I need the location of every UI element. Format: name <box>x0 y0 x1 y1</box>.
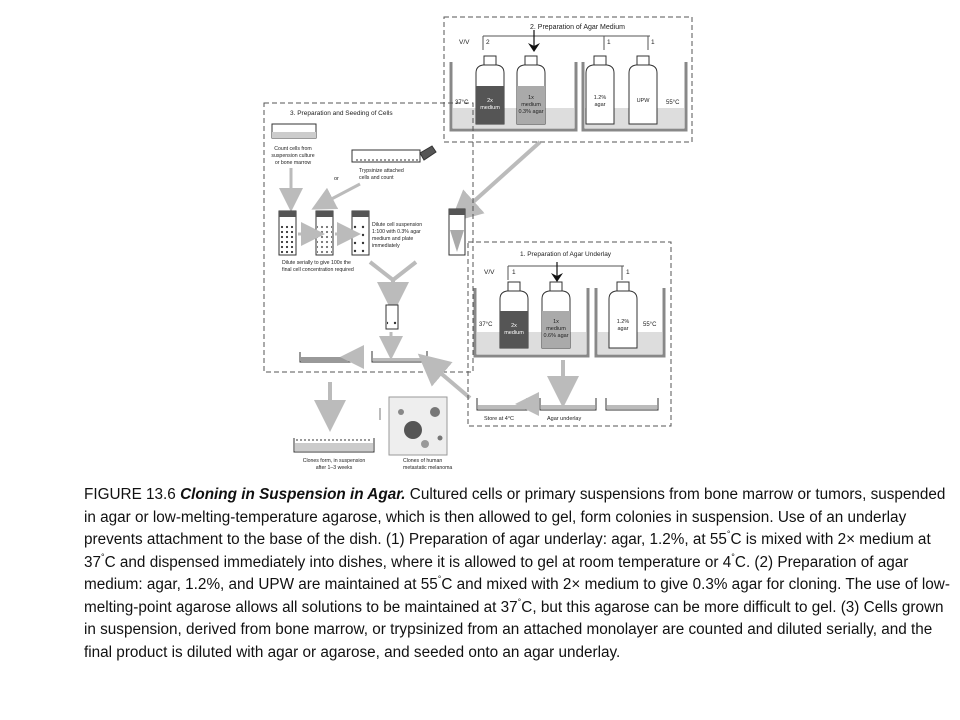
underlay-label: Agar underlay <box>547 416 581 422</box>
bottle-label: medium <box>546 326 566 332</box>
panel-agar-medium-border <box>443 16 693 143</box>
water-bath-37-underlay: 37°C <box>473 288 590 358</box>
svg-text:suspension culture: suspension culture <box>271 153 314 159</box>
panel2-ratio-c: 1 <box>607 39 611 46</box>
or-text: or <box>334 176 339 182</box>
bottle-label: 2x <box>487 98 493 104</box>
dilute-serial-text: Dilute serially to give 100x the <box>282 260 351 266</box>
svg-text:medium and plate: medium and plate <box>372 236 413 242</box>
dilution-tubes <box>278 210 370 256</box>
bottle-1-2-agar: 1.2% agar <box>608 281 638 349</box>
flow-arrow <box>417 353 472 400</box>
svg-text:after 1–3 weeks: after 1–3 weeks <box>316 465 353 471</box>
clones-text: Clones form, in suspension <box>303 458 366 464</box>
svg-text:or bone marrow: or bone marrow <box>275 160 312 166</box>
melanoma-text: Clones of human <box>403 458 442 464</box>
bottle-label: agar <box>617 326 628 332</box>
figure-diagram: 2. Preparation of Agar Medium V/V 2 1 1 … <box>263 16 693 471</box>
count-cells-text: Count cells from <box>274 146 311 152</box>
panel-agar-medium: 2. Preparation of Agar Medium V/V 2 1 1 … <box>443 16 693 143</box>
bottle-label: 1x <box>528 95 534 101</box>
bottle-1-2-agar: 1.2% agar <box>585 55 615 125</box>
store-label: Store at 4°C <box>484 416 514 422</box>
svg-text:metastatic melanoma: metastatic melanoma <box>403 465 452 471</box>
bottle-label: medium <box>480 105 500 111</box>
caption-title: Cloning in Suspension in Agar. <box>180 486 406 503</box>
bottle-label: medium <box>504 330 524 336</box>
panel1-ratio-c: 1 <box>626 269 630 276</box>
panel1-ratio-a: 1 <box>512 269 516 276</box>
svg-text:immediately: immediately <box>372 243 400 249</box>
panel-agar-underlay-title: 1. Preparation of Agar Underlay <box>520 251 612 258</box>
water-bath-37: 37°C <box>449 62 578 132</box>
bottle-label: 1.2% <box>594 95 607 101</box>
panel2-temp-right: 55°C <box>666 100 680 106</box>
bottle-upw: UPW <box>628 55 658 125</box>
bottle-label: UPW <box>637 98 651 104</box>
panel-agar-medium-title: 2. Preparation of Agar Medium <box>530 24 625 31</box>
panel-agar-underlay-border <box>467 241 672 427</box>
panel2-ratio-a: 2 <box>486 39 490 46</box>
panel1-vv-label: V/V <box>484 269 495 276</box>
arrow-down-icon <box>528 43 540 52</box>
trypsinize-text: Trypsinize attached <box>359 168 404 174</box>
figure-caption: FIGURE 13.6 Cloning in Suspension in Aga… <box>84 486 950 661</box>
svg-text:1:100 with 0.3% agar: 1:100 with 0.3% agar <box>372 229 421 235</box>
bottle-label: 0.6% agar <box>543 333 568 339</box>
bottle-1x-medium-agar: 1x medium 0.3% agar <box>516 55 546 125</box>
panel2-ratio-d: 1 <box>651 39 655 46</box>
clones-result: Clones form, in suspension after 1–3 wee… <box>293 438 375 471</box>
bottle-label: 0.3% agar <box>518 109 543 115</box>
panel1-temp-left: 37°C <box>479 322 493 328</box>
panel2-vv-label: V/V <box>459 39 470 46</box>
melanoma-micrograph: Clones of human metastatic melanoma <box>388 396 452 471</box>
bottle-2x-medium: 2x medium <box>475 55 505 125</box>
bottle-label: 2x <box>511 323 517 329</box>
arrow-down-icon <box>551 273 563 282</box>
dilute-text: Dilute cell suspension <box>372 222 422 228</box>
panel-seeding-cells-border <box>263 102 474 373</box>
caption-fig-label: FIGURE 13.6 <box>84 486 181 503</box>
svg-text:final cell concentration requi: final cell concentration required <box>282 267 354 273</box>
bottle-label: 1.2% <box>617 319 630 325</box>
panel1-temp-right: 55°C <box>643 322 657 328</box>
panel-agar-underlay: 1. Preparation of Agar Underlay V/V 1 1 … <box>467 241 672 427</box>
bottle-2x-medium: 2x medium <box>499 281 529 349</box>
bottle-1x-medium-agar: 1x medium 0.6% agar <box>541 281 571 349</box>
panel-seeding-cells: 3. Preparation and Seeding of Cells Coun… <box>263 102 474 373</box>
bottle-label: medium <box>521 102 541 108</box>
panel-seeding-cells-title: 3. Preparation and Seeding of Cells <box>290 110 393 117</box>
svg-text:cells and count: cells and count <box>359 175 394 181</box>
bottle-label: 1x <box>553 319 559 325</box>
bottle-label: agar <box>594 102 605 108</box>
flow-arrow <box>450 140 542 223</box>
panel2-temp-left: 37°C <box>455 100 469 106</box>
